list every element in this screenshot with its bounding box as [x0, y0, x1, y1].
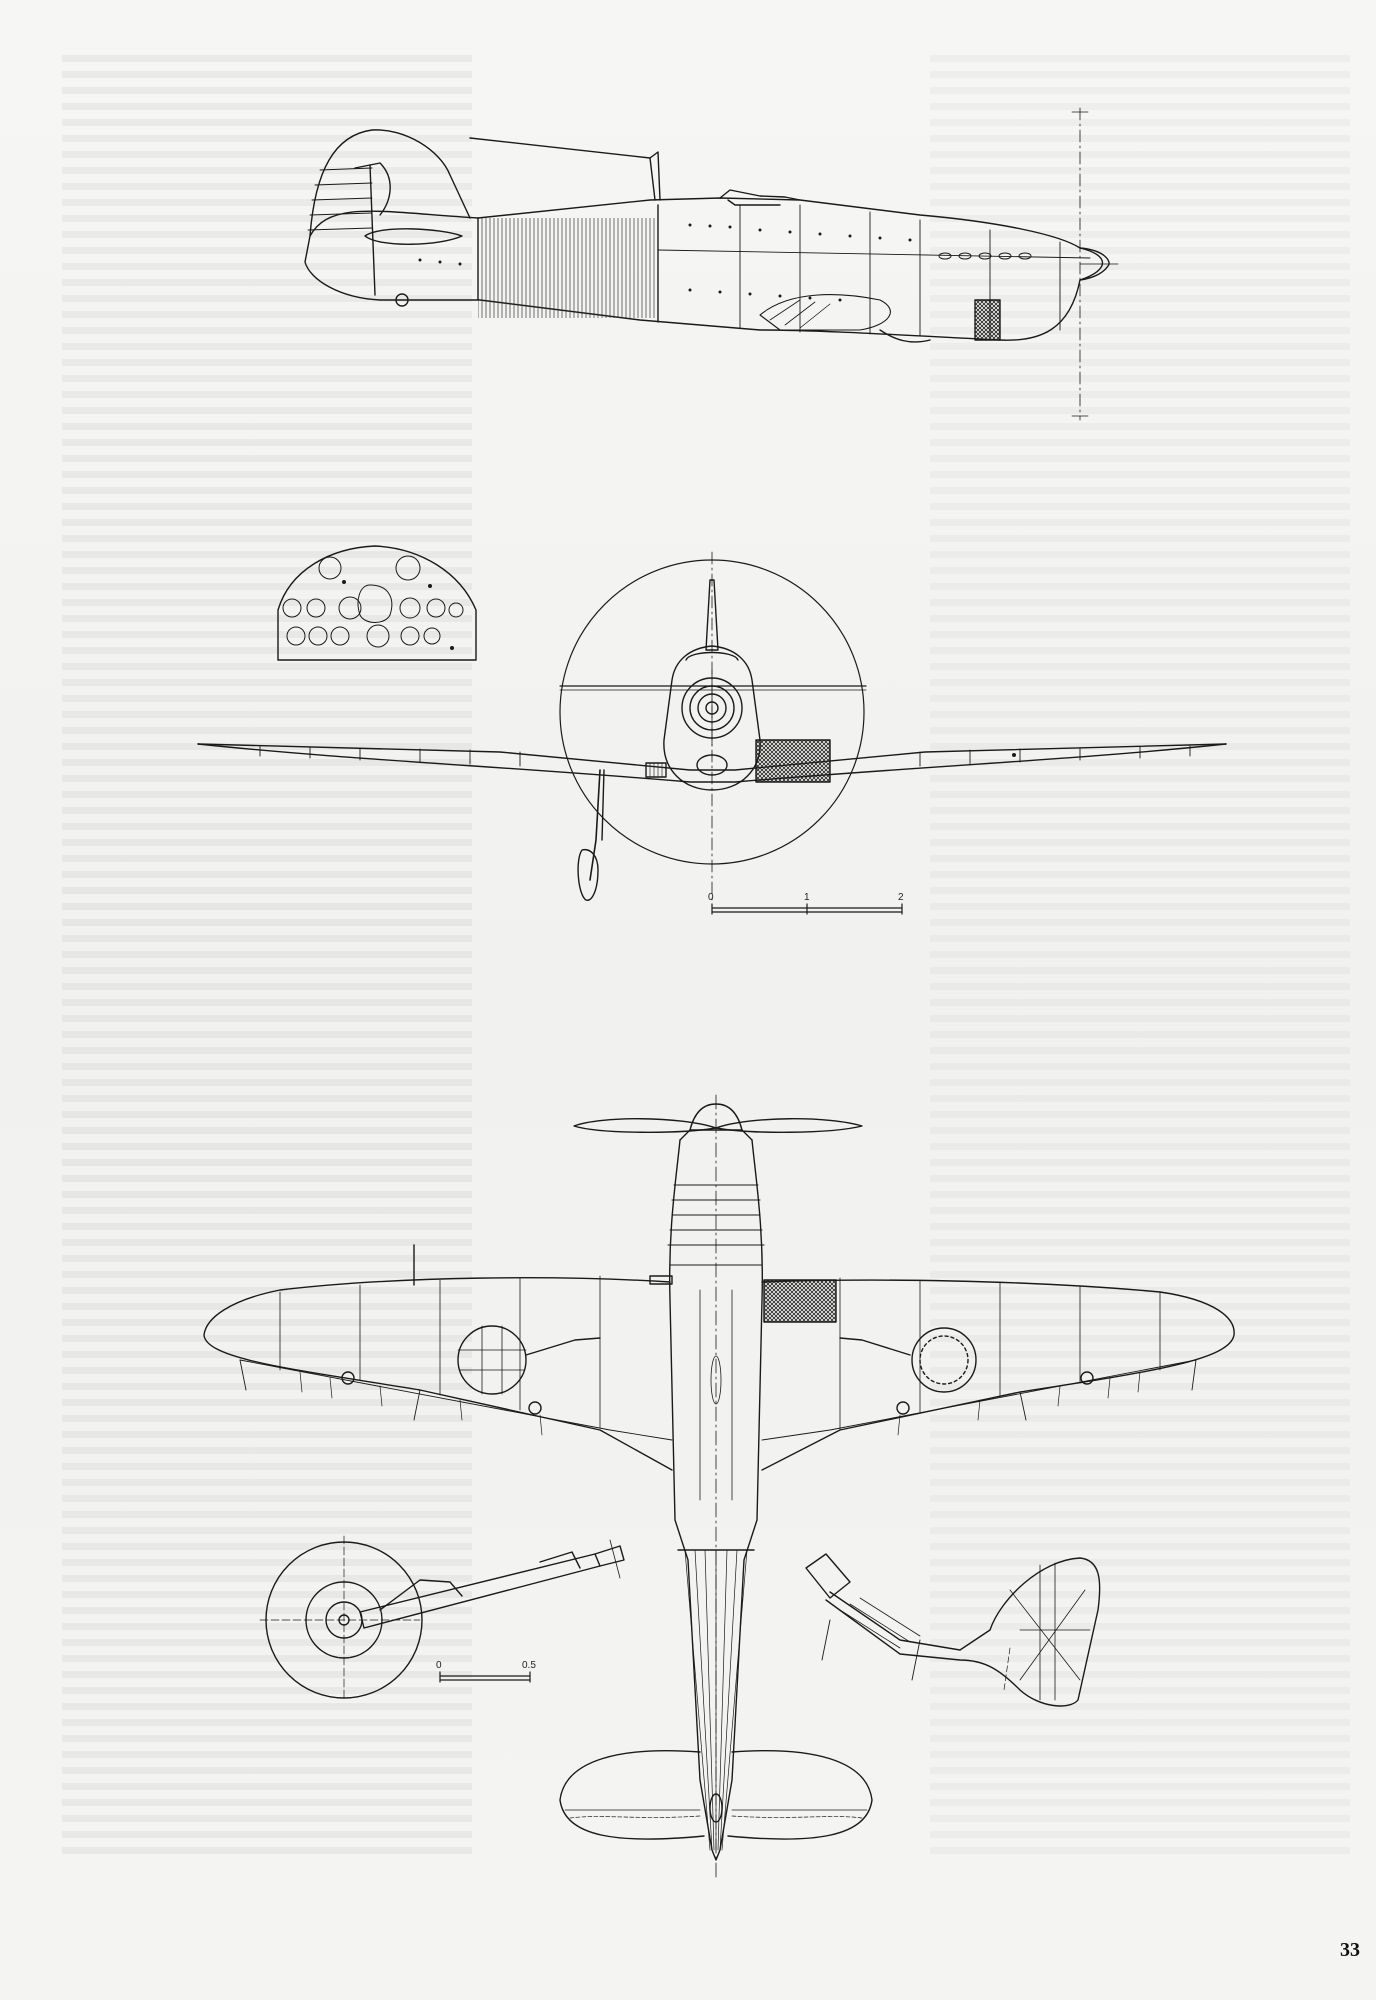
page-number: 33 — [1340, 1939, 1360, 1961]
plan-view-aircraft — [203, 1094, 1235, 1881]
show-through-text-left — [62, 55, 472, 1855]
main-gear-detail — [259, 1535, 625, 1701]
scale-label-0: 0 — [708, 892, 714, 903]
scale-bar-front — [711, 903, 903, 915]
show-through-text-right — [930, 55, 1350, 1855]
scale-bar-detail — [439, 1671, 531, 1683]
scale-label-1: 1 — [804, 892, 810, 903]
scale-label-2: 2 — [898, 892, 904, 903]
tail-gear-detail — [805, 1553, 1101, 1707]
instrument-panel-detail — [277, 545, 477, 661]
detail-scale-label-05: 0.5 — [522, 1660, 536, 1671]
front-view-aircraft — [197, 551, 1227, 901]
side-view-aircraft — [304, 107, 1119, 421]
detail-scale-label-0: 0 — [436, 1660, 442, 1671]
